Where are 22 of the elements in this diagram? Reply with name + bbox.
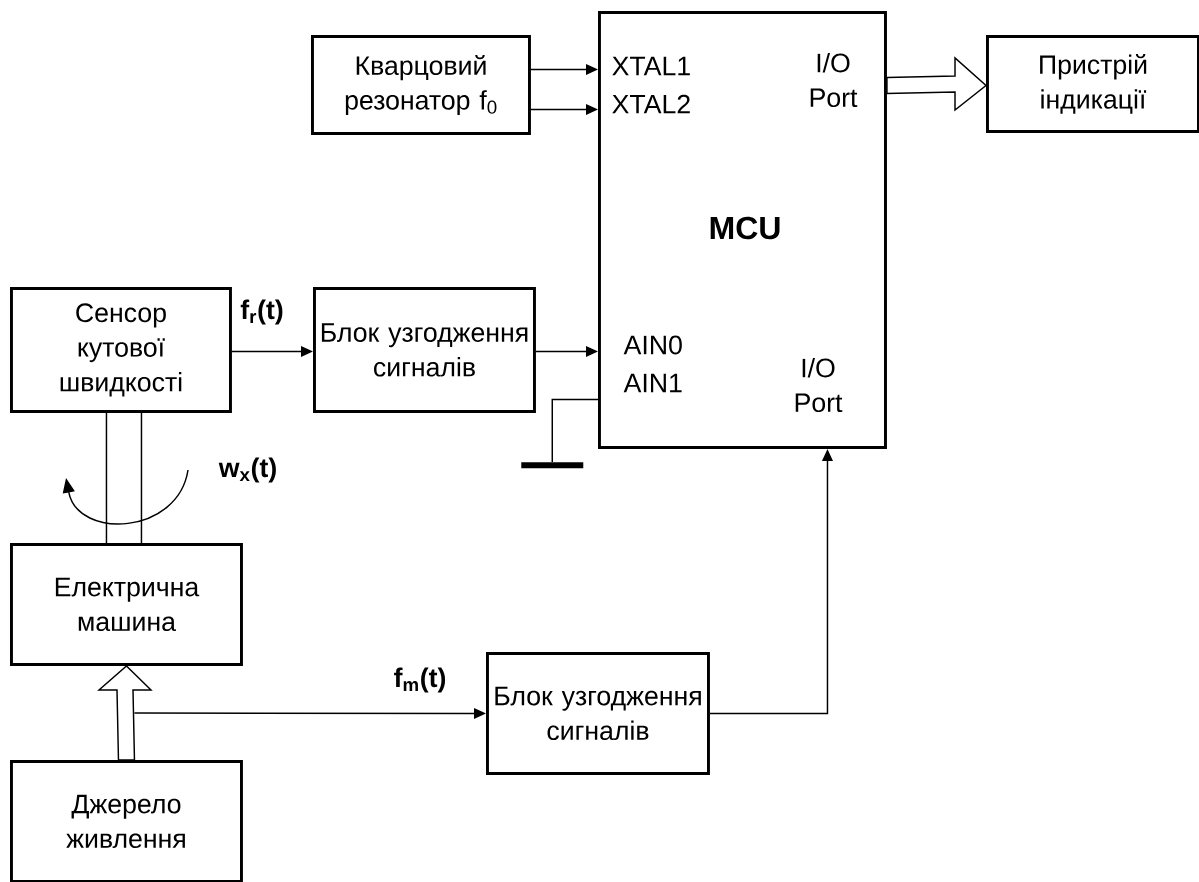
pin-label: XTAL1 [612,56,690,76]
shaft-line [105,412,143,544]
ground-symbol [521,462,584,469]
block-box: Джерело живлення [10,760,243,882]
ground-wire [551,398,599,463]
block-box: Кварцовий резонатор f$_{0}$ [311,35,531,135]
signal-label: w$_{x}$(t) [217,456,279,484]
block-box: Блок узгодження сигналів [486,652,710,775]
block-box: Блок узгодження сигналів [313,287,536,413]
block-box: Сенсор кутової швидкості [10,287,232,413]
signal-label: f$_{m}$(t) [392,666,448,694]
pin-label: AIN0 [623,335,682,355]
block-box: Пристрій індикації [986,35,1199,133]
hollow-arrow [97,664,153,761]
block-title: MCU [710,216,780,240]
signal-label: f$_{r}$(t) [238,298,286,326]
pin-label: AIN1 [623,373,682,393]
block-box: Електрична машина [10,543,243,666]
pin-label: I/O Port [795,357,843,413]
hollow-arrow [886,56,988,112]
pin-label: I/O Port [810,52,858,108]
pin-label: XTAL2 [612,94,690,114]
